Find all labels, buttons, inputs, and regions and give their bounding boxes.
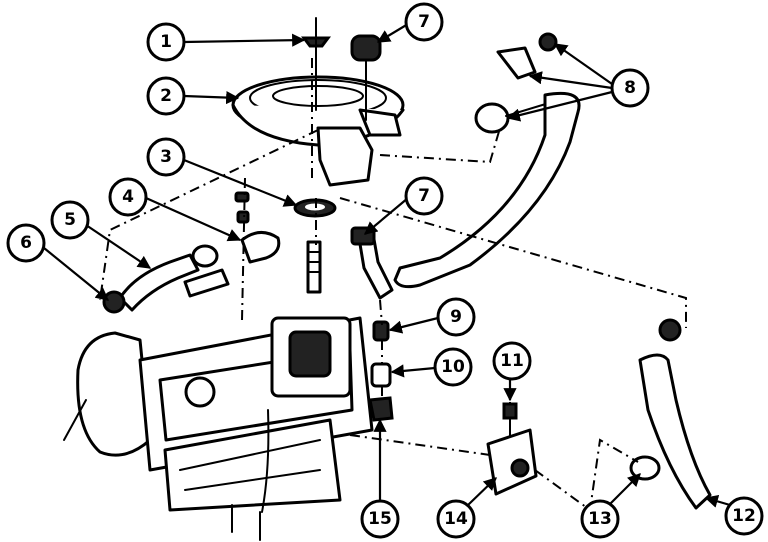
callout-4: 4 (108, 177, 148, 217)
stud (306, 240, 322, 294)
fitting-15 (368, 396, 394, 422)
callout-label: 5 (64, 210, 76, 230)
bracket (486, 428, 538, 496)
callout-3: 3 (146, 137, 186, 177)
wing-nut (301, 17, 331, 111)
callout-13: 13 (580, 499, 620, 539)
air-cleaner (231, 75, 405, 147)
assembly-lines (99, 58, 687, 512)
callout-label: 13 (588, 509, 612, 529)
callout-label: 7 (418, 12, 430, 32)
heat-stove-hose (393, 91, 581, 289)
callout-6: 6 (6, 223, 46, 263)
callout-label: 14 (444, 509, 468, 529)
engine-assembly (63, 316, 374, 541)
temperature-sensor (474, 32, 573, 134)
callout-label: 12 (732, 506, 756, 526)
callout-label: 11 (500, 351, 524, 371)
callout-label: 4 (122, 187, 134, 207)
callout-5: 5 (50, 200, 90, 240)
callout-label: 6 (20, 233, 32, 253)
callout-9: 9 (436, 297, 476, 337)
callout-label: 1 (160, 32, 172, 52)
callout-1: 1 (146, 22, 186, 62)
callout-label: 15 (368, 509, 392, 529)
callout-14: 14 (436, 499, 476, 539)
fitting-10 (370, 362, 392, 388)
breather-elbow (240, 231, 281, 264)
callout-label: 7 (418, 186, 430, 206)
hot-air-hose (638, 353, 712, 510)
callout-7-lower: 7 (404, 176, 444, 216)
vacuum-motor-top (350, 34, 382, 121)
callout-label: 9 (450, 307, 462, 327)
parts-drawing (63, 17, 712, 541)
callout-11: 11 (492, 341, 532, 381)
leader-lines (43, 23, 731, 508)
callout-label: 10 (441, 357, 465, 377)
callout-15: 15 (360, 499, 400, 539)
pcv-valve (102, 290, 126, 314)
callout-label: 3 (160, 147, 172, 167)
callout-2: 2 (146, 76, 186, 116)
callout-12: 12 (724, 496, 764, 536)
callout-10: 10 (433, 347, 473, 387)
callout-label: 8 (624, 78, 636, 98)
callout-7-top: 7 (404, 2, 444, 42)
snorkel-duct (316, 126, 374, 187)
pcv-hose (118, 253, 200, 312)
callout-label: 2 (160, 86, 172, 106)
callout-8: 8 (610, 68, 650, 108)
